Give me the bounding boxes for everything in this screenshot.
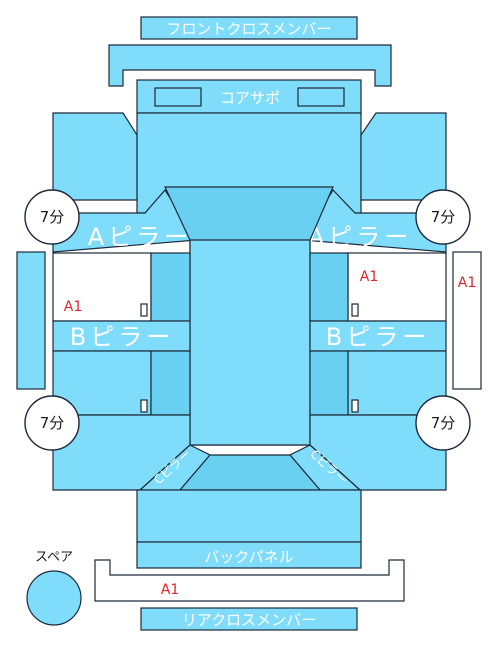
- right-front-latch: [351, 303, 359, 317]
- left-b-pillar-label: Bピラー: [70, 323, 174, 351]
- left-front-rocker: [150, 252, 191, 322]
- left-side-sill: [16, 251, 46, 390]
- spare-tire: [26, 570, 82, 626]
- left-front-fender: [52, 112, 138, 201]
- left-b-pillar: [52, 320, 191, 352]
- front-right-wheel-well: [415, 189, 471, 245]
- front-cross-member-label: フロントクロスメンバー: [166, 20, 331, 38]
- right-front-fender: [360, 112, 447, 201]
- front-right-wheel-value: 7分: [431, 208, 456, 226]
- rear-left-wheel-value: 7分: [40, 414, 65, 432]
- core-support-left-opening: [154, 87, 202, 107]
- rear-right-wheel-well: [415, 395, 471, 451]
- right-door-mark: A1: [360, 269, 378, 285]
- left-door-mark: A1: [64, 299, 82, 315]
- back-panel-label: バックパネル: [204, 548, 293, 566]
- right-b-pillar: [309, 320, 447, 352]
- rear-bumper-reinforcement: [94, 559, 405, 602]
- right-front-door-opening: [347, 252, 447, 322]
- core-support-label: コアサポ: [220, 89, 280, 107]
- rear-cross-member-label: リアクロスメンバー: [182, 611, 316, 629]
- rear-right-wheel-value: 7分: [431, 414, 456, 432]
- rear-cross-member: [140, 607, 358, 631]
- rear-cross-member-mark: A1: [161, 582, 179, 598]
- right-side-sill: [452, 251, 482, 390]
- front-left-wheel-value: 7分: [40, 208, 65, 226]
- front-bumper-reinforcement: [108, 44, 392, 87]
- left-front-latch: [140, 303, 148, 317]
- back-panel: [136, 541, 362, 569]
- trunk-area: [136, 489, 362, 543]
- left-a-pillar-label: Aピラー: [88, 223, 192, 251]
- right-b-pillar-label: Bピラー: [326, 323, 430, 351]
- right-rear-rocker: [309, 350, 349, 416]
- left-rear-rocker: [150, 350, 191, 416]
- right-sill-mark: A1: [458, 275, 476, 291]
- left-rear-latch: [140, 399, 148, 413]
- core-support-right-opening: [297, 87, 345, 107]
- spare-label: スペア: [35, 550, 73, 565]
- front-left-wheel-well: [24, 189, 80, 245]
- right-rear-latch: [351, 399, 359, 413]
- cabin-floor: [189, 239, 311, 446]
- right-a-pillar-label: Aピラー: [308, 223, 412, 251]
- front-cross-member: [140, 16, 358, 40]
- right-front-rocker: [309, 252, 349, 322]
- rear-left-wheel-well: [24, 395, 80, 451]
